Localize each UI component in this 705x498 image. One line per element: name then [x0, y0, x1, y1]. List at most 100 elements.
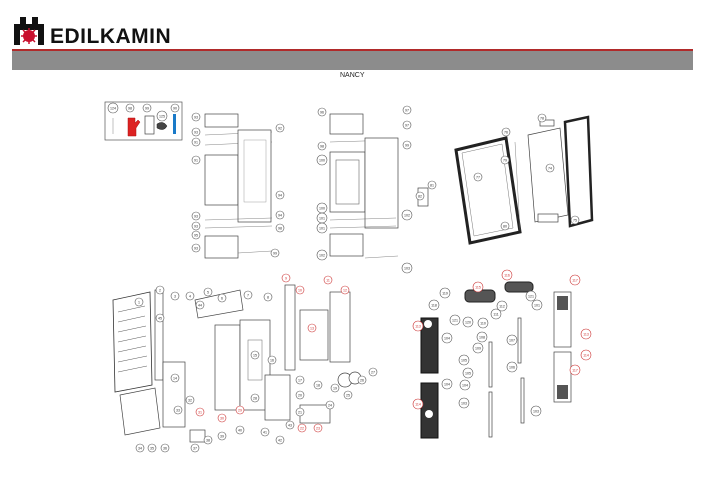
part-callout: 12 [340, 285, 350, 295]
callout-circle [250, 393, 260, 403]
part-callout: 29 [235, 405, 245, 415]
part-number: 38 [206, 438, 210, 442]
callout-circle [235, 425, 245, 435]
callout-circle [142, 103, 152, 113]
part-number: 119 [442, 291, 448, 295]
callout-circle [313, 423, 323, 433]
part-callout: 97 [402, 105, 412, 115]
part-number: 99 [145, 106, 149, 110]
part-callout: 106 [506, 361, 518, 373]
callout-circle [317, 141, 327, 151]
part-callout: 74 [545, 163, 555, 173]
part-number: 13 [310, 326, 314, 330]
part-number: 100 [319, 158, 325, 162]
part-number: 12 [343, 288, 347, 292]
callout-circle [569, 364, 581, 376]
callout-circle [477, 317, 489, 329]
callout-circle [402, 120, 412, 130]
part-callout: 105 [462, 367, 474, 379]
callout-circle [323, 275, 333, 285]
part-number: 10 [298, 288, 302, 292]
part-callout: 117 [569, 274, 581, 286]
part-callout: 90 [170, 103, 180, 113]
callout-circle [250, 350, 260, 360]
callout-circle [357, 375, 367, 385]
callout-circle [263, 292, 273, 302]
callout-circle [160, 443, 170, 453]
callout-circle [295, 375, 305, 385]
part-callout: 99 [142, 103, 152, 113]
part-callout: 98 [317, 141, 327, 151]
part-number: 28 [253, 396, 257, 400]
part-number: 4 [189, 294, 191, 298]
part-number: 40 [238, 428, 242, 432]
part-number: 93 [194, 214, 198, 218]
callout-circle [191, 137, 201, 147]
part-number: 2 [159, 288, 161, 292]
part-number: 77 [476, 175, 480, 179]
part-callout: 114 [580, 349, 592, 361]
part-callout: 125 [156, 110, 168, 122]
callout-circle [235, 405, 245, 415]
part-callout: 34 [135, 443, 145, 453]
part-number: 9 [285, 276, 287, 280]
part-callout: 94 [275, 210, 285, 220]
header-bar [12, 51, 693, 70]
part-number: 23 [316, 426, 320, 430]
callout-circle [490, 308, 502, 320]
part-callout: 103 [458, 397, 470, 409]
part-callout: 81 [427, 180, 437, 190]
part-number: 99 [405, 143, 409, 147]
callout-circle [170, 103, 180, 113]
callout-circle [402, 105, 412, 115]
part-callout: 99 [402, 140, 412, 150]
part-number: 20 [298, 393, 302, 397]
part-number: 118 [431, 303, 437, 307]
callout-circle [191, 112, 201, 122]
part-number: 91 [194, 140, 198, 144]
callout-circle [217, 413, 227, 423]
part-callout: 26 [357, 375, 367, 385]
callout-circle [402, 140, 412, 150]
callout-circle [203, 287, 213, 297]
stove-body-exploded [112, 284, 362, 443]
callout-circle [500, 221, 510, 231]
part-callout: 2 [155, 285, 165, 295]
callout-circle [472, 342, 484, 354]
part-number: 110 [480, 321, 486, 325]
part-callout: 42 [275, 435, 285, 445]
part-callout: 121 [525, 290, 537, 302]
part-callout: 79 [500, 155, 510, 165]
callout-circle [496, 300, 508, 312]
part-callout: 112 [496, 300, 508, 312]
part-number: 98 [278, 226, 282, 230]
callout-circle [462, 316, 474, 328]
brand-name: EDILKAMIN [50, 25, 171, 49]
callout-circle [441, 332, 453, 344]
part-number: 27 [371, 370, 375, 374]
part-callout: 117 [569, 364, 581, 376]
part-callout: 76 [501, 127, 511, 137]
part-callout: 9 [281, 273, 291, 283]
callout-circle [441, 378, 453, 390]
callout-circle [285, 420, 295, 430]
part-callout: 21 [295, 407, 305, 417]
part-callout: 5 [203, 287, 213, 297]
part-number: 117 [572, 278, 578, 282]
part-number: 107 [509, 338, 515, 342]
part-number: 103 [533, 409, 539, 413]
part-callout: 75 [570, 215, 580, 225]
part-number: 124 [110, 106, 116, 110]
part-number: 82 [418, 194, 422, 198]
part-number: 35 [150, 446, 154, 450]
callout-circle [316, 222, 328, 234]
part-number: 24 [328, 403, 332, 407]
callout-circle [191, 211, 201, 221]
part-callout: 101 [316, 222, 328, 234]
part-callout: 43 [285, 420, 295, 430]
part-number: 94 [278, 193, 282, 197]
part-callout: 115 [472, 281, 484, 293]
callout-circle [428, 299, 440, 311]
part-callout: 18 [313, 380, 323, 390]
part-callout: 118 [428, 299, 440, 311]
